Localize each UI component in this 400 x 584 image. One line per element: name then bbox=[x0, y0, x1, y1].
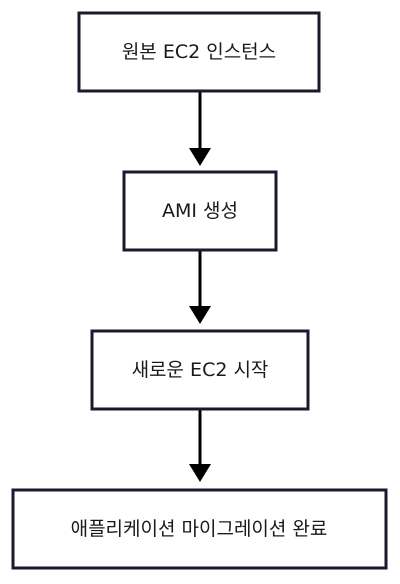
edge-migrate bbox=[189, 409, 211, 482]
edge-ami bbox=[189, 91, 211, 166]
node-source-ec2-label: 원본 EC2 인스턴스 bbox=[122, 41, 276, 63]
node-source-ec2: 원본 EC2 인스턴스 bbox=[77, 11, 321, 93]
edge-launch bbox=[189, 250, 211, 324]
node-migration-complete-label: 애플리케이션 마이그레이션 완료 bbox=[71, 518, 328, 540]
node-migration-complete: 애플리케이션 마이그레이션 완료 bbox=[11, 488, 388, 570]
node-create-ami: AMI 생성 bbox=[122, 170, 278, 252]
node-launch-ec2: 새로운 EC2 시작 bbox=[90, 329, 310, 411]
node-launch-ec2-label: 새로운 EC2 시작 bbox=[132, 359, 269, 381]
node-create-ami-label: AMI 생성 bbox=[162, 200, 238, 222]
